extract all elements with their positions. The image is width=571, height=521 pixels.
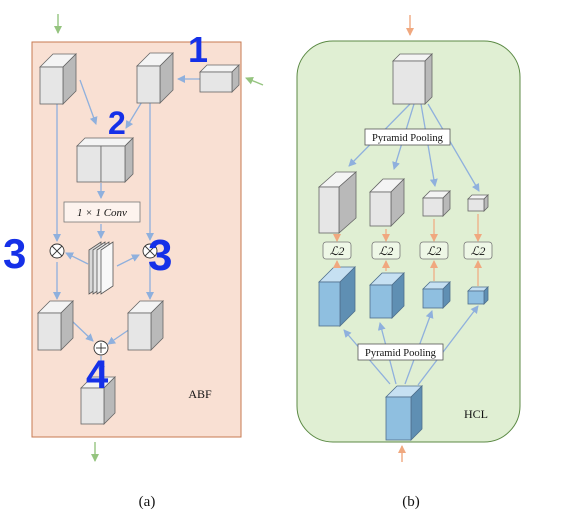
pool-bottom-label: Pyramid Pooling (365, 348, 437, 359)
hcl-blue-cube-4 (467, 286, 489, 305)
multiply-op-left (49, 243, 65, 259)
hand-mark-3-right: 3 (148, 231, 172, 280)
handwritten-annotations: 1 2 3 3 4 (3, 29, 208, 397)
hcl-loss-arrows (333, 214, 482, 286)
abf-panel: 1 × 1 Conv ABF (31, 14, 264, 462)
add-op (93, 340, 109, 356)
abf-input-cube-right (136, 52, 174, 104)
hcl-loss-box-1: ℒ2 (322, 241, 352, 260)
caption-a: (a) (139, 494, 156, 510)
hcl-box (296, 40, 521, 443)
abf-name: ABF (188, 387, 212, 401)
svg-text:ℒ2: ℒ2 (379, 244, 394, 258)
hcl-grey-cube-4 (467, 194, 489, 212)
abf-side-input-arrow (245, 76, 264, 86)
abf-output-cube (80, 376, 116, 425)
hcl-input-cube-bottom (385, 385, 423, 441)
hand-mark-1: 1 (188, 29, 208, 70)
hcl-loss-box-2: ℒ2 (371, 241, 401, 260)
hand-mark-2: 2 (108, 105, 126, 141)
hcl-blue-cube-2 (369, 272, 405, 319)
conv-label: 1 × 1 Conv (77, 207, 127, 219)
abf-weighted-cube-right (127, 300, 164, 351)
hand-mark-3-left: 3 (3, 230, 26, 277)
hcl-grey-cube-1 (317, 171, 358, 234)
pool-top-label: Pyramid Pooling (372, 133, 444, 144)
pool-top-box (364, 128, 451, 146)
hcl-blue-cube-1 (318, 266, 356, 327)
hcl-loss-box-4: ℒ2 (463, 241, 493, 260)
svg-text:ℒ2: ℒ2 (427, 244, 442, 258)
svg-text:ℒ2: ℒ2 (330, 244, 345, 258)
multiply-op-right (142, 243, 158, 259)
svg-text:ℒ2: ℒ2 (471, 244, 486, 258)
abf-attention-maps (88, 241, 114, 295)
caption-b: (b) (402, 494, 420, 510)
abf-concat-cube (76, 137, 134, 183)
hcl-grey-cube-2 (369, 178, 405, 227)
hcl-loss-box-3: ℒ2 (419, 241, 449, 260)
conv-box (63, 201, 141, 223)
pool-bottom-box (357, 343, 444, 361)
hand-mark-4: 4 (86, 353, 109, 397)
abf-flow-arrows (53, 75, 200, 374)
abf-input-cube-left (39, 53, 77, 105)
hcl-grey-cube-3 (422, 190, 451, 217)
abf-box (31, 41, 242, 438)
hcl-input-cube-top (392, 53, 433, 105)
abf-weighted-cube-left (37, 300, 74, 351)
abf-side-input-cube (199, 64, 240, 93)
hcl-panel: ℒ2 ℒ2 ℒ2 ℒ2 Pyramid Pooling Pyramid Pool… (296, 15, 521, 462)
hcl-blue-cube-3 (422, 281, 451, 309)
hcl-name: HCL (464, 407, 488, 421)
